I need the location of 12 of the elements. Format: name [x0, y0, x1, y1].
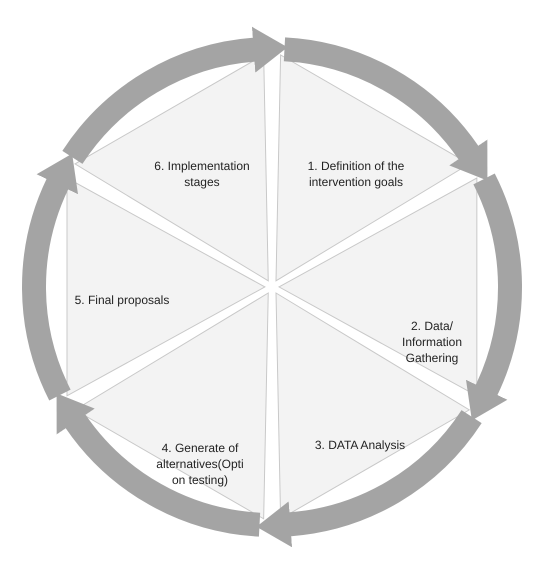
curved-arrow: [22, 152, 79, 400]
segment-label: 4. Generate of alternatives(Opti on testing): [155, 440, 245, 488]
segment-label: 6. Implementation stages: [153, 158, 251, 190]
curved-arrow: [256, 410, 482, 548]
curved-arrow: [283, 37, 489, 180]
segment-label: 3. DATA Analysis: [314, 436, 406, 453]
curved-arrow: [62, 26, 288, 164]
segment-label: 5. Final proposals: [74, 292, 170, 308]
curved-arrow: [465, 174, 522, 422]
segment-label: 1. Definition of the intervention goals: [306, 158, 406, 190]
segment-label: 2. Data/ Information Gathering: [400, 318, 464, 366]
curved-arrow: [55, 394, 261, 537]
